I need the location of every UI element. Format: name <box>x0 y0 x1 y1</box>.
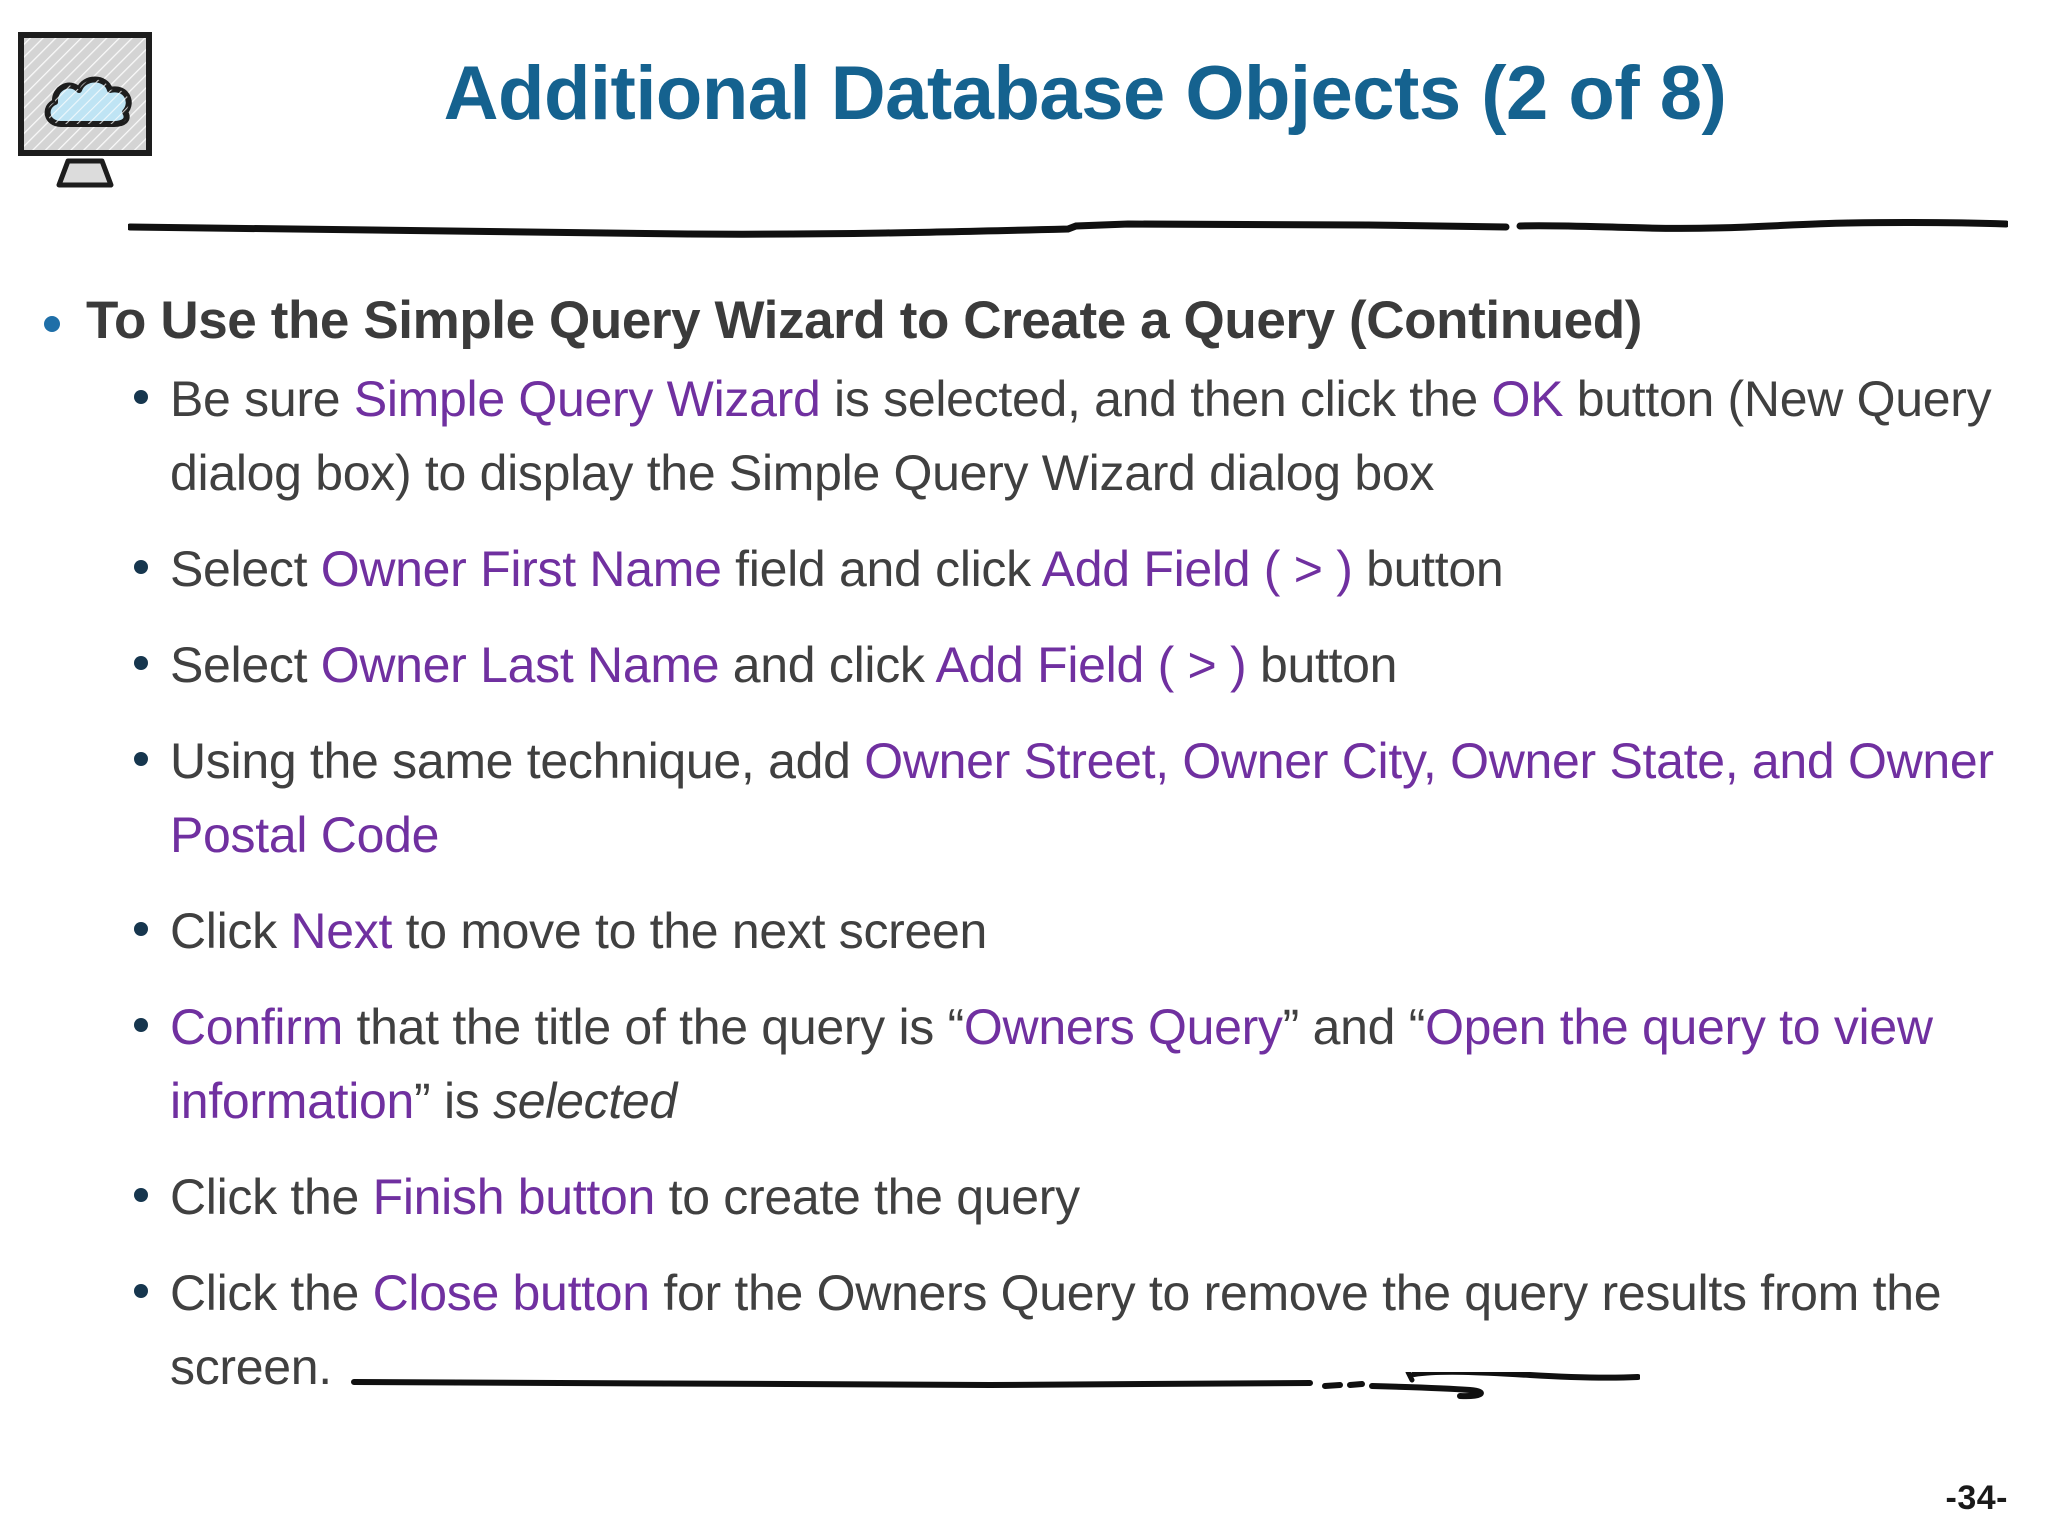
heading-text: To Use the Simple Query Wizard to Create… <box>86 291 1642 350</box>
list-item: Be sure Simple Query Wizard is selected,… <box>118 362 2048 510</box>
page-title: Additional Database Objects (2 of 8) <box>443 51 1727 136</box>
bullet-finish-button: Click the Finish button to create the qu… <box>170 1169 1080 1225</box>
slide-body: To Use the Simple Query Wizard to Create… <box>0 290 2048 1426</box>
bullet-dot-level2-icon <box>134 560 148 574</box>
bullet-dot-level2-icon <box>134 1188 148 1202</box>
bullet-dot-level2-icon <box>134 922 148 936</box>
title-divider-line <box>126 218 2010 242</box>
bullet-dot-level2-icon <box>134 752 148 766</box>
bullet-dot-level2-icon <box>134 656 148 670</box>
bullet-confirm-title: Confirm that the title of the query is “… <box>170 999 1933 1129</box>
bullet-close-button: Click the Close button for the Owners Qu… <box>170 1265 1942 1395</box>
bullet-dot-level1-icon <box>44 316 60 332</box>
list-item: Click the Finish button to create the qu… <box>118 1160 2048 1234</box>
bullet-owner-first-name: Select Owner First Name field and click … <box>170 541 1504 597</box>
outline-level-1: To Use the Simple Query Wizard to Create… <box>0 290 2048 1404</box>
list-item: Select Owner Last Name and click Add Fie… <box>118 628 2048 702</box>
slide-header: Additional Database Objects (2 of 8) <box>0 0 2048 250</box>
page-number: -34- <box>1945 1479 2008 1517</box>
bullet-click-next: Click Next to move to the next screen <box>170 903 988 959</box>
list-item: Using the same technique, add Owner Stre… <box>118 724 2048 872</box>
outline-level-2: Be sure Simple Query Wizard is selected,… <box>86 362 2048 1404</box>
list-item: Select Owner First Name field and click … <box>118 532 2048 606</box>
bullet-dot-level2-icon <box>134 1018 148 1032</box>
bullet-same-technique: Using the same technique, add Owner Stre… <box>170 733 1994 863</box>
list-item: Click Next to move to the next screen <box>118 894 2048 968</box>
bullet-dot-level2-icon <box>134 1284 148 1298</box>
bullet-owner-last-name: Select Owner Last Name and click Add Fie… <box>170 637 1398 693</box>
list-item: Click the Close button for the Owners Qu… <box>118 1256 2048 1404</box>
bullet-be-sure: Be sure Simple Query Wizard is selected,… <box>170 371 1992 501</box>
bullet-dot-level2-icon <box>134 390 148 404</box>
heading-bullet-item: To Use the Simple Query Wizard to Create… <box>30 290 2048 1404</box>
list-item: Confirm that the title of the query is “… <box>118 990 2048 1138</box>
cloud-monitor-icon <box>14 28 166 203</box>
